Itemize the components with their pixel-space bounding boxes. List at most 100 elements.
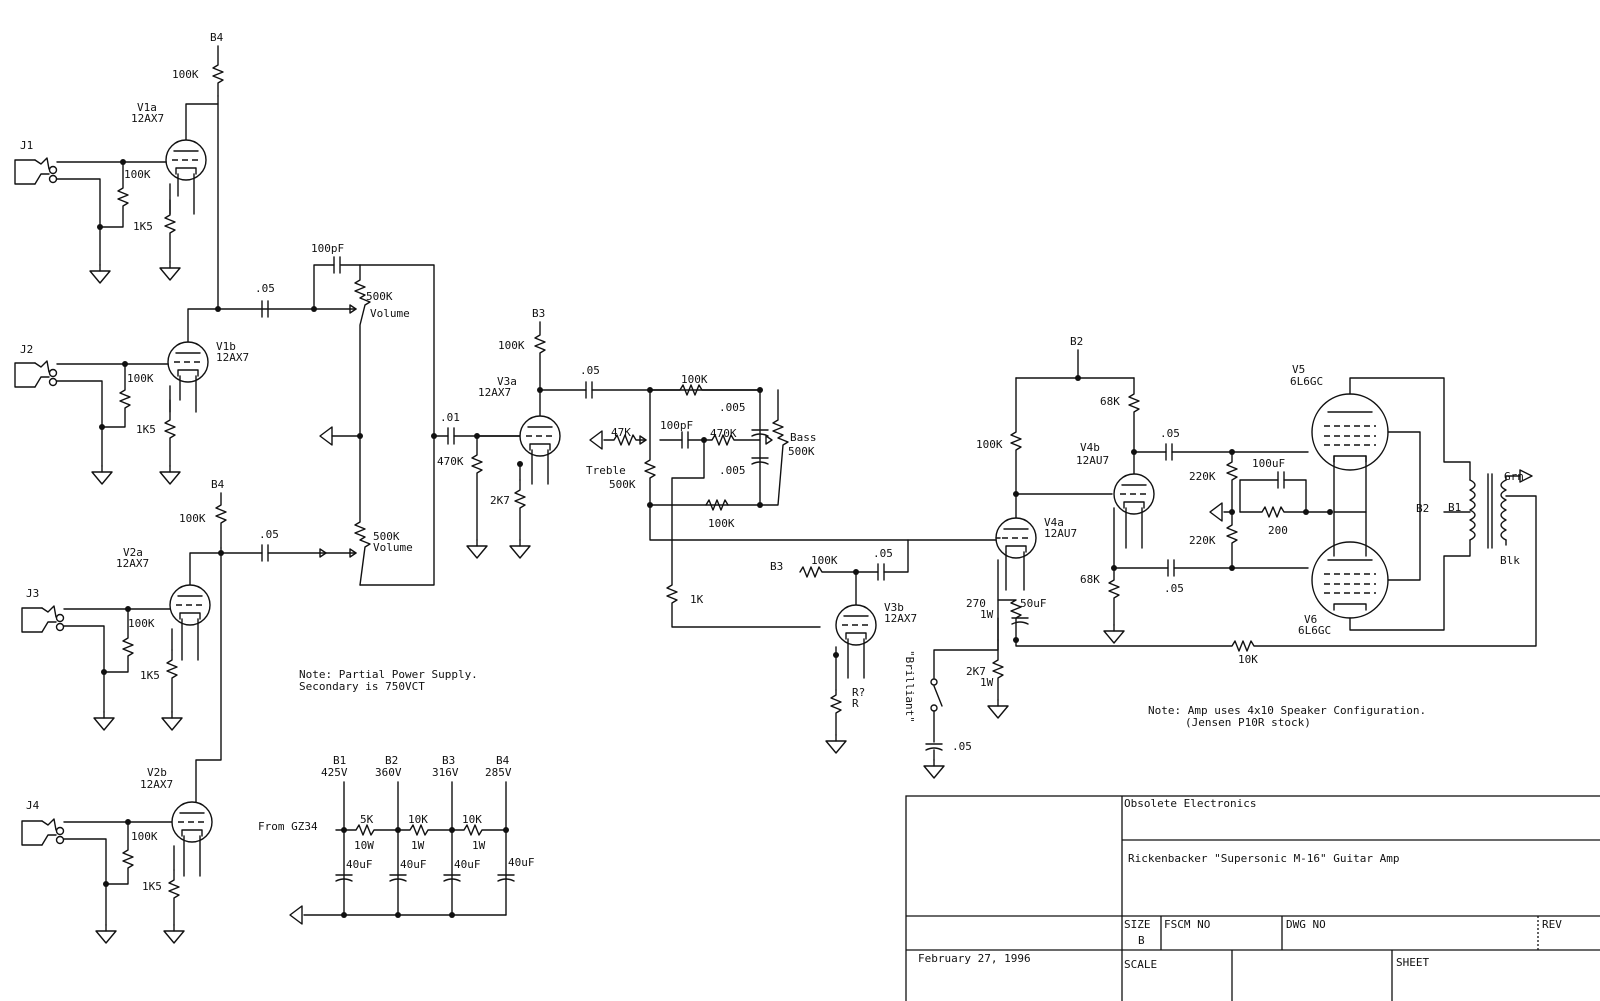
tube-type: 12AX7 [140,778,173,791]
tube-v6 [1311,541,1389,619]
ps-resistor-watt: 10W [354,839,374,852]
tube-v2b [171,801,213,843]
tube-label: V4b [1080,441,1100,454]
resistor-label: 100K [172,68,199,81]
pot-name: Bass [790,431,817,444]
ground-symbol [589,430,603,450]
rail-label-b4: B4 [211,478,225,491]
ground-symbol [289,905,303,925]
tube-type: 12AX7 [116,557,149,570]
scale-label: SCALE [1124,958,1157,971]
drawing-title: Rickenbacker "Supersonic M-16" Guitar Am… [1128,852,1400,865]
input-jack-j4 [21,818,65,846]
tube-v1a [165,139,207,181]
tube-type: 12AX7 [131,112,164,125]
svg-text:Note: Amp uses 4x10 Speaker Co: Note: Amp uses 4x10 Speaker Configuratio… [1148,704,1426,717]
cap-label: .05 [580,364,600,377]
input-stage-v2a: B4 100K .05 500K Volume V2a 12AX7 J3 100… [21,478,413,803]
tube-label: V5 [1292,363,1305,376]
rail-label-b4: B4 [210,31,224,44]
ps-node-name: B3 [442,754,455,767]
ps-resistor-value: 10K [462,813,482,826]
resistor-label: 100K [179,512,206,525]
resistor-watt: 1W [980,676,994,689]
tube-label: V3b [884,601,904,614]
resistor-label: 470K [710,427,737,440]
pot-label: 500K [788,445,815,458]
volume-1-network: .05 100pF 500K Volume .01 470K [255,242,521,586]
cap-label: .05 [259,528,279,541]
resistor-label: 100K [811,554,838,567]
tube-type: 12AX7 [884,612,917,625]
rail-label-b2: B2 [1070,335,1083,348]
pot-name: Treble [586,464,626,477]
tube-type: 6L6GC [1298,624,1331,637]
resistor-label: 100K [131,830,158,843]
size-value: B [1138,934,1145,947]
resistor-label: 2K7 [490,494,510,507]
ps-cap-value: 40uF [508,856,535,869]
resistor-label: 100K [976,438,1003,451]
ps-resistor-watt: 1W [472,839,486,852]
size-label: SIZE [1124,918,1151,931]
resistor-label: 1K5 [142,880,162,893]
resistor-label: 100K [128,617,155,630]
resistor-label: 68K [1080,573,1100,586]
svg-text:Secondary is 750VCT: Secondary is 750VCT [299,680,425,693]
ps-node-voltage: 425V [321,766,348,779]
jack-label-j2: J2 [20,343,33,356]
transformer-lead-label: Grn [1504,470,1524,483]
resistor-label: 100K [127,372,154,385]
ground-symbol [159,261,181,281]
rail-label-b3: B3 [770,560,783,573]
resistor-watt: 1W [980,608,994,621]
input-stage-v2b: V2b 12AX7 J4 100K 1K5 [21,766,213,944]
ground-symbol [93,711,115,731]
rail-label-b2: B2 [1416,502,1429,515]
ps-node-name: B2 [385,754,398,767]
ps-resistor-watt: 1W [411,839,425,852]
tube-label: V1a [137,101,157,114]
ps-resistor-value: 5K [360,813,374,826]
second-gain-stage-v3a: B3 100K .05 V3a 12AX7 2K7 [476,307,761,559]
cap-label: 100pF [311,242,344,255]
resistor-label: 1K5 [133,220,153,233]
rev-label: REV [1542,918,1562,931]
tube-label: V2a [123,546,143,559]
tube-type: 12AU7 [1044,527,1077,540]
tube-v2a [169,584,211,626]
svg-text:Note: Partial Power Supply.: Note: Partial Power Supply. [299,668,478,681]
resistor-label: R [852,697,859,710]
transformer-lead-label: Blk [1500,554,1520,567]
input-jack-j3 [21,605,65,633]
tube-label: V1b [216,340,236,353]
ground-symbol [163,924,185,944]
jack-label-j4: J4 [26,799,40,812]
resistor-label: 100K [681,373,708,386]
tube-v4a [995,517,1037,559]
power-supply: B1 425V B2 360V B3 316V B4 285V From GZ3… [258,754,535,925]
tube-v5 [1311,393,1389,471]
company-name: Obsolete Electronics [1124,797,1256,810]
ground-symbol [89,264,111,284]
resistor-label: 1K [690,593,704,606]
ground-symbol [987,699,1009,719]
rail-label-b3: B3 [532,307,545,320]
jack-label-j3: J3 [26,587,39,600]
resistor-label: 270 [966,597,986,610]
ground-symbol [825,734,847,754]
phase-inverter-v4: B2 100K 68K .05 V4b 12AU7 V4a 12AU7 .05 … [966,335,1537,719]
tube-label: V3a [497,375,517,388]
pot-label: 500K [609,478,636,491]
ground-symbol [95,924,117,944]
cap-label: .05 [1160,427,1180,440]
tube-label: V2b [147,766,167,779]
brilliant-switch: "Brilliant" .05 [903,617,999,779]
ps-node-name: B1 [333,754,346,767]
pot-name: Volume [370,307,410,320]
tube-label: V4a [1044,516,1064,529]
resistor-label: 10K [1238,653,1258,666]
resistor-label: 470K [437,455,464,468]
ps-node-voltage: 285V [485,766,512,779]
